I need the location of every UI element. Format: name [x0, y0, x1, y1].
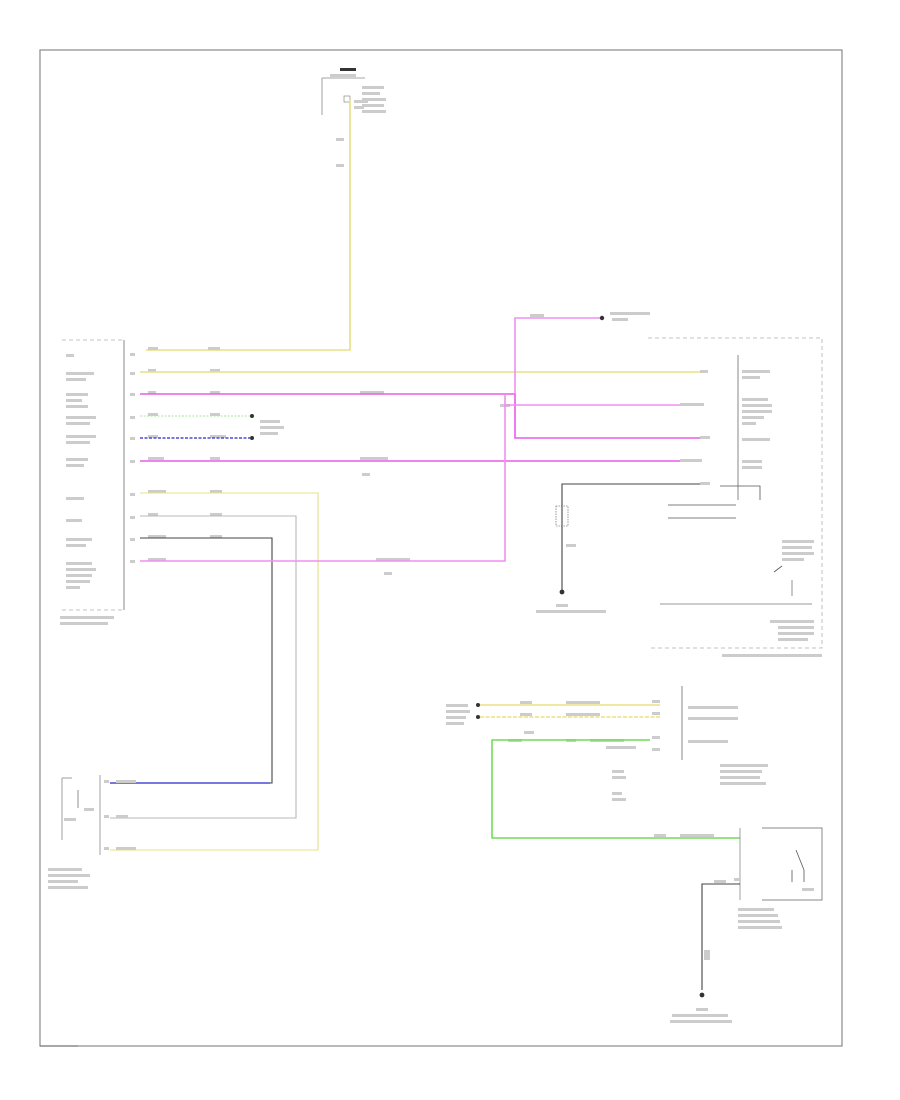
wire-yellow-493	[110, 492, 319, 851]
ground-icon	[559, 589, 565, 595]
wire-magenta-394	[140, 393, 700, 439]
transmission-shift-lever	[648, 337, 823, 657]
connector-dot-438	[250, 436, 254, 440]
connector-dot-717	[476, 715, 480, 719]
connector-dot-705	[476, 703, 480, 707]
brake-pedal-position-sensor	[48, 775, 136, 889]
wire-color-labels	[148, 347, 410, 575]
fuse-icon	[343, 95, 351, 103]
wire-gray-516	[110, 515, 297, 819]
wire-green-neutral	[491, 739, 740, 839]
connector-dot-top	[599, 315, 605, 321]
diagram-frame	[39, 49, 843, 1047]
wire-pink-561	[140, 405, 506, 562]
wire-pink-405	[504, 394, 700, 406]
transmission-range-switch	[714, 827, 823, 929]
wire-pink-riser	[514, 317, 600, 394]
ground-icon-bottom	[699, 992, 705, 998]
wire-black-538	[110, 537, 273, 784]
wire-ground-neutral	[701, 883, 740, 990]
connector-dot-416	[250, 414, 254, 418]
body-control-module	[60, 339, 135, 625]
underhood-fuse-block	[321, 68, 386, 167]
engine-control-module	[446, 686, 768, 801]
wire-fuse-feed	[146, 100, 351, 351]
wire-ground-shift	[561, 483, 700, 590]
